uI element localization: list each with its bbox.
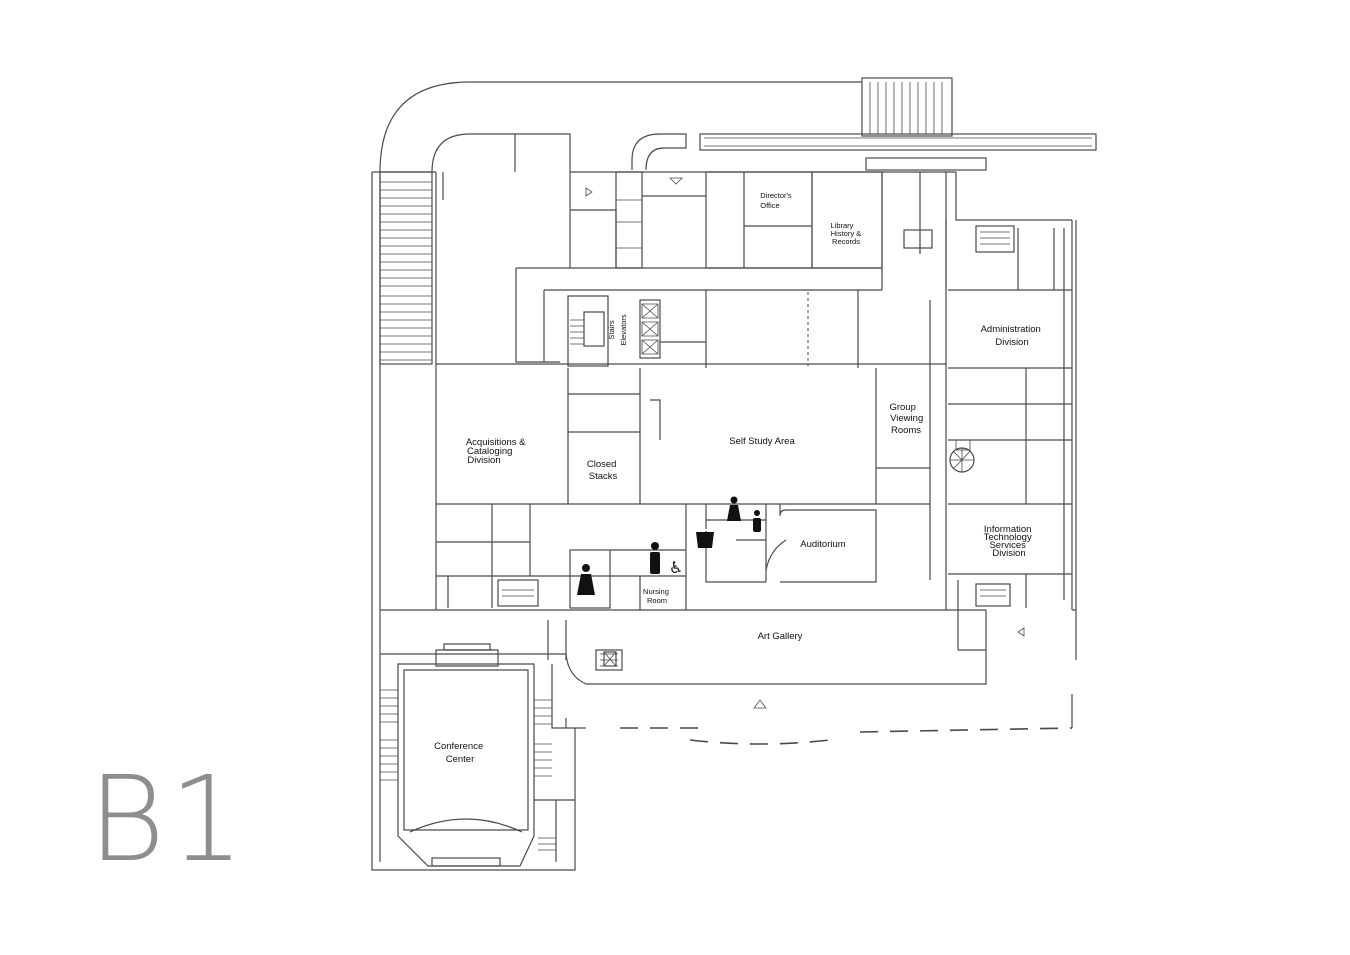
- administration-label: Administration Division: [981, 324, 1044, 348]
- mens-restroom-icon: [650, 542, 660, 574]
- stairs-label: Stairs: [607, 320, 616, 339]
- conference-center-block: [380, 643, 586, 867]
- west-stairs: [379, 171, 433, 365]
- accessible-restroom-icon: ♿: [669, 558, 683, 577]
- svg-text:♿: ♿: [669, 558, 683, 577]
- womens-restroom-icon: [727, 496, 741, 521]
- self-study-area-label: Self Study Area: [729, 436, 795, 447]
- nursing-icon: [694, 529, 716, 548]
- mens-restroom-icon: [753, 510, 761, 532]
- art-gallery-area: [380, 609, 987, 685]
- art-gallery-label: Art Gallery: [758, 631, 803, 642]
- library-history-label: Library History & Records: [830, 221, 863, 246]
- spiral-stair-icon: [949, 439, 975, 473]
- north-rooms: [515, 171, 1072, 368]
- it-services-label: Information Technology Services Division: [984, 524, 1035, 559]
- acquisitions-label: Acquisitions & Cataloging Division: [466, 437, 528, 466]
- exterior-dashes: [565, 177, 1073, 745]
- auditorium-label: Auditorium: [800, 539, 845, 550]
- east-rooms: [945, 220, 1077, 660]
- nursing-room-label: Nursing Room: [643, 587, 671, 605]
- floor-label: B1: [88, 750, 248, 888]
- elevators-label: Elevators: [619, 314, 628, 346]
- group-viewing-rooms-label: Group Viewing Rooms: [889, 402, 925, 436]
- womens-restroom-icon: [577, 564, 595, 595]
- closed-stacks-label: Closed Stacks: [587, 459, 619, 482]
- central-rooms: [436, 300, 946, 610]
- directors-office-label: Director's Office: [760, 191, 794, 210]
- conference-center-label: Conference Center: [434, 741, 486, 765]
